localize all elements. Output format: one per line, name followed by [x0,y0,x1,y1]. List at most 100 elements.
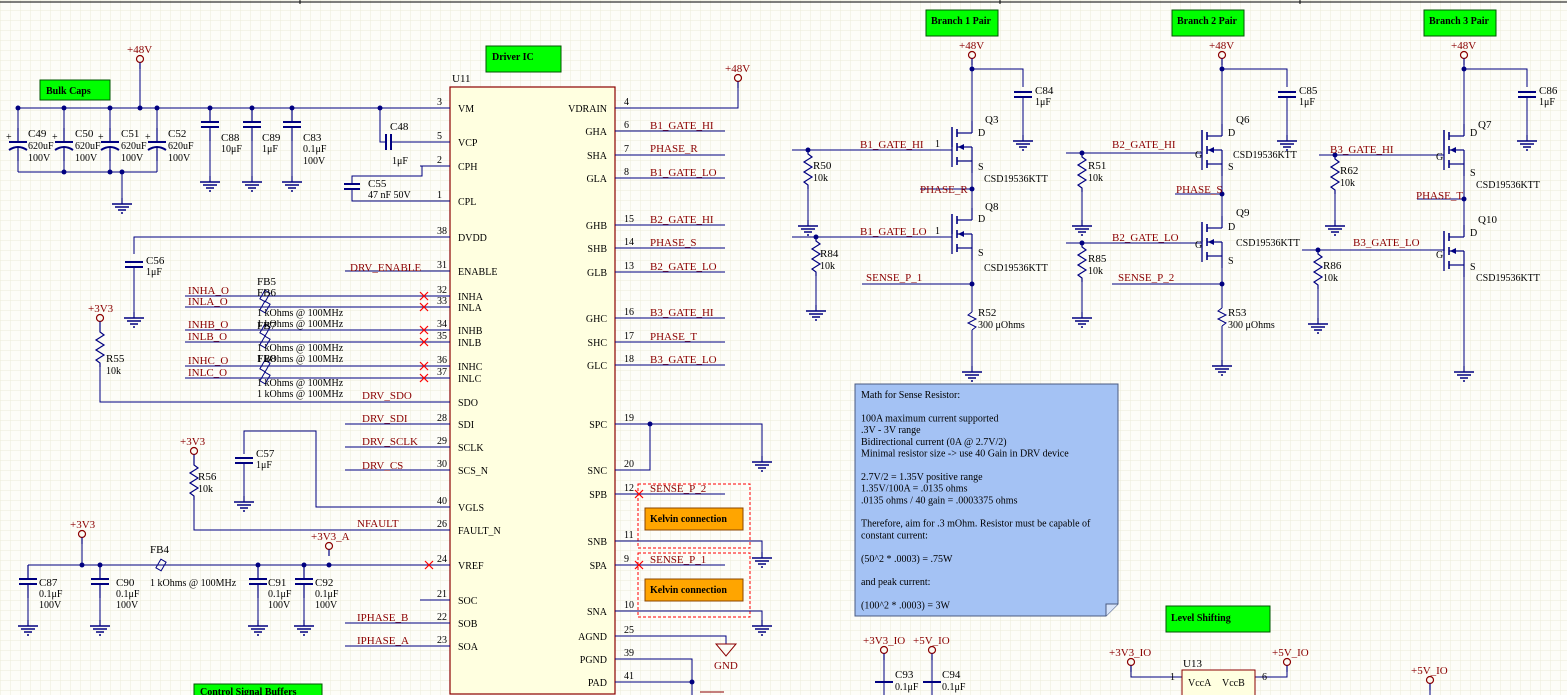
caps-c87-v-label: 100V [39,600,62,611]
wire [1216,307,1228,327]
wire [615,88,739,109]
fet-pins-d-label: D [1470,228,1477,239]
nets-drv-sdi-label: DRV_SDI [362,413,408,425]
shape [644,507,744,531]
caps-c91-val-label: 0.1μF [268,589,292,600]
resistors-r52-val-label: 300 μOhms [978,320,1025,331]
resistors-r56-ref-label: R56 [198,471,217,483]
ic-pin-number: 7 [624,144,629,155]
nets-b2-gate-hi-label: B2_GATE_HI [1112,139,1176,151]
ic-pin-name: GLC [587,361,607,372]
caps-c85-ref-label: C85 [1299,85,1318,97]
fet-pins-g-label: G [1195,150,1202,161]
resistors-r51-val-label: 10k [1088,173,1103,184]
fets-q7-ref-label: Q7 [1478,119,1492,131]
resistors-r51-ref-label: R51 [1088,160,1106,172]
caps-c84-ref-label: C84 [1035,85,1054,97]
fet-pins-s-label: S [1470,262,1476,273]
ic-pin-name: INLB [458,338,482,349]
ic-pin-number: 6 [624,120,629,131]
junction-dot [79,562,85,568]
ferrites-fb7-val-label: 1 kOhms @ 100MHz [257,343,344,354]
ic-pin-name: GLB [587,268,607,279]
caps-c92-ref-label: C92 [315,577,333,589]
group [125,236,450,312]
ferrites-fb9-val-label: 1 kOhms @ 100MHz [257,378,344,389]
ic-pin-name: VREF [458,561,484,572]
shape [1165,605,1271,633]
fets-q6-part-label: CSD19536KTT [1233,150,1297,161]
caps-c49-val-label: 620uF [28,141,54,152]
ic-pin-number: 41 [624,671,634,682]
junction-dot [689,679,695,685]
ferrites-fb6-ref-label: FB6 [257,287,276,299]
nets-inhb-o-label: INHB_O [188,319,228,331]
ic-pin-number: 14 [624,237,634,248]
resistors-r84-val-label: 10k [820,261,835,272]
tags-branch1-label: Branch 1 Pair [931,16,992,27]
ic-pin-name: PAD [588,678,607,689]
ic-pin-number: 9 [624,554,629,565]
ic-pin-name: INHA [458,292,484,303]
power-p3v3io-label: +3V3_IO [1109,647,1151,659]
shape [259,323,271,337]
junction-dot [647,421,653,427]
nets-iphase-a-label: IPHASE_A [357,635,409,647]
ic-pin-name: VGLS [458,503,484,514]
note-line: .3V - 3V range [861,425,921,436]
fets-q10-ref-label: Q10 [1478,214,1497,226]
ic-pin-number: 10 [624,600,634,611]
junction-dot [15,105,21,111]
note-line [861,402,864,413]
resistors-r62-val-label: 10k [1340,178,1355,189]
wire [615,424,651,471]
nets-b3-gate-lo-label: B3_GATE_LO [1353,237,1420,249]
driver-ic-body [449,86,616,695]
wire [351,165,450,184]
caps-c49-v-label: 100V [28,153,51,164]
fet-pins-p1-label: 1 [935,139,940,150]
caps-c92-val-label: 0.1μF [315,589,339,600]
ic-pin-number: 40 [437,496,447,507]
nets-b2-gate-lo-label: B2_GATE_LO [650,261,717,273]
nets-b1-gate-hi-label: B1_GATE_HI [650,120,714,132]
note-line: constant current: [861,530,928,541]
ic-pin-number: 3 [437,97,442,108]
kelvin-box-1 [637,483,751,549]
junction-dot [137,105,143,111]
ic-pin-name: SPB [589,490,607,501]
resistors-r86-val-label: 10k [1323,273,1338,284]
caps-c86-val-label: 1μF [1539,97,1555,108]
ic-pin-name: SOC [458,596,478,607]
nets-nfault-label: NFAULT [357,518,399,530]
caps-c88-ref-label: C88 [221,132,240,144]
nets-phase-r-label: PHASE_R [650,143,698,155]
caps-c51-val-label: 620uF [121,141,147,152]
wire [615,540,763,552]
ic-pin-number: 29 [437,436,447,447]
fets-q8-ref-label: Q8 [985,201,999,213]
power-p5vio-label: +5V_IO [1272,647,1309,659]
wire [714,643,738,657]
power-p48-label: +48V [127,44,152,56]
ic-pin-name: GHA [585,127,607,138]
nets-b2-gate-lo-label: B2_GATE_LO [1112,232,1179,244]
caps-c92-v-label: 100V [315,600,338,611]
ic-pin-name: SCS_N [458,466,488,477]
ferrites-fb4-val-label: 1 kOhms @ 100MHz [150,578,237,589]
ic-pin-number: 37 [437,367,447,378]
u13-ref-label: U13 [1183,658,1202,670]
tags-level-shifting-label: Level Shifting [1171,613,1231,624]
resistors-r55-val-label: 10k [106,366,121,377]
shape [259,335,271,349]
nets-phase-r-label: PHASE_R [920,184,968,196]
caps-c91-v-label: 100V [268,600,291,611]
ic-pin-number: 15 [624,214,634,225]
caps-c90-ref-label: C90 [116,577,135,589]
ic-pin-name: SNA [587,607,608,618]
ic-pin-name: INLA [458,303,483,314]
shape [1171,9,1245,37]
note-line: (100^2 * .0003) = 3W [861,601,950,612]
